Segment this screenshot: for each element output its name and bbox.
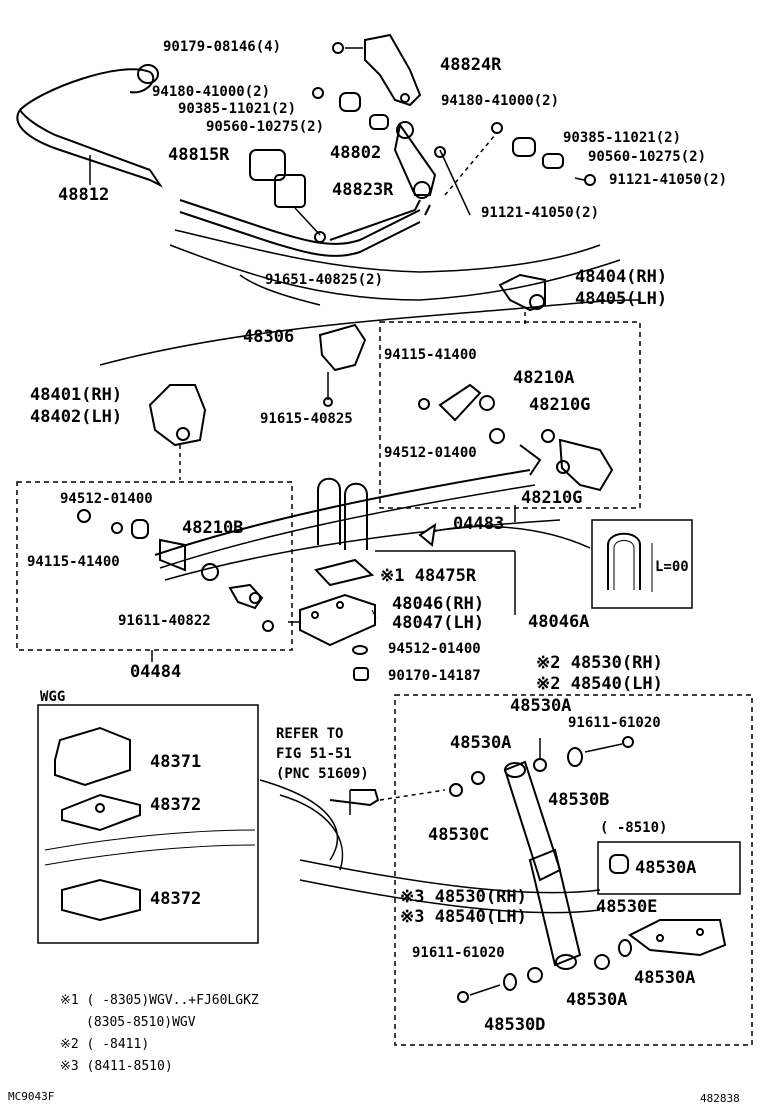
note-1: ※1 ( -8305)WGV..+FJ60LGKZ: [60, 993, 259, 1008]
label-48210G-lower: 48210G: [521, 488, 583, 508]
label-48530B: 48530B: [548, 790, 610, 810]
note-2: ※2 ( -8411): [60, 1037, 150, 1052]
label-48047: 48047(LH): [392, 613, 485, 633]
label-94512-01400-left: 94512-01400: [60, 491, 153, 507]
label-48404: 48404(RH): [575, 267, 668, 287]
label-48802: 48802: [330, 143, 382, 163]
label-91611-40822: 91611-40822: [118, 613, 211, 629]
label-48210A: 48210A: [513, 368, 575, 388]
label-48530C: 48530C: [428, 825, 490, 845]
label-48210G-upper: 48210G: [529, 395, 591, 415]
label-48530-rh-3: ※3 48530(RH): [400, 887, 527, 907]
label-91651-40825: 91651-40825(2): [265, 272, 384, 288]
label-48371: 48371: [150, 752, 202, 772]
label-91121-41050-right: 91121-41050(2): [609, 172, 728, 188]
label-pnc-51609: (PNC 51609): [276, 766, 369, 782]
label-90560-10275-right: 90560-10275(2): [588, 149, 707, 165]
label-90385-11021-right: 90385-11021(2): [563, 130, 682, 146]
label-48540-lh-3: ※3 48540(LH): [400, 907, 527, 927]
label-90385-11021-left: 90385-11021(2): [178, 101, 297, 117]
label-48372-lower: 48372: [150, 889, 202, 909]
label-48530D: 48530D: [484, 1015, 546, 1035]
label-48530A-bottom: 48530A: [566, 990, 628, 1010]
label-48046A: 48046A: [528, 612, 590, 632]
label-90560-10275-left: 90560-10275(2): [206, 119, 325, 135]
label-94180-41000-left: 94180-41000(2): [152, 84, 271, 100]
label-91121-41050-lower: 91121-41050(2): [481, 205, 600, 221]
label-94512-01400-box: 94512-01400: [384, 445, 477, 461]
label-94115-41400-box: 94115-41400: [384, 347, 477, 363]
label-48530A-top: 48530A: [510, 696, 572, 716]
label-48530A-inset: 48530A: [635, 858, 697, 878]
label-91615-40825: 91615-40825: [260, 411, 353, 427]
label-48405: 48405(LH): [575, 289, 668, 309]
label-48401: 48401(RH): [30, 385, 123, 405]
label-48046: 48046(RH): [392, 594, 485, 614]
label-fig-51-51: FIG 51-51: [276, 746, 352, 762]
label-48824R: 48824R: [440, 55, 502, 75]
label-48372-upper: 48372: [150, 795, 202, 815]
label-48530A-right: 48530A: [634, 968, 696, 988]
label-90170-14187: 90170-14187: [388, 668, 481, 684]
label-48475R: ※1 48475R: [380, 566, 477, 586]
footer-right-code: 482838: [700, 1092, 740, 1105]
label-48402: 48402(LH): [30, 407, 123, 427]
label-04483: 04483: [453, 514, 505, 534]
label-l-dimension: L=00: [655, 559, 689, 575]
label-48823R: 48823R: [332, 180, 394, 200]
note-3: ※3 (8411-8510): [60, 1059, 173, 1074]
label-48530-rh-2: ※2 48530(RH): [536, 653, 663, 673]
label-48530A-left: 48530A: [450, 733, 512, 753]
label-8510: ( -8510): [600, 820, 668, 836]
label-48530E: 48530E: [596, 897, 658, 917]
label-48210B: 48210B: [182, 518, 244, 538]
label-90179-08146: 90179-08146(4): [163, 39, 282, 55]
label-wgg: WGG: [40, 689, 66, 705]
label-48306: 48306: [243, 327, 295, 347]
label-refer-to: REFER TO: [276, 726, 344, 742]
footer-left-code: MC9043F: [8, 1090, 55, 1103]
label-48812: 48812: [58, 185, 110, 205]
label-48815R: 48815R: [168, 145, 230, 165]
label-48540-lh-2: ※2 48540(LH): [536, 674, 663, 694]
label-94115-41400-left: 94115-41400: [27, 554, 120, 570]
label-94180-41000-right: 94180-41000(2): [441, 93, 560, 109]
label-94512-01400-mid: 94512-01400: [388, 641, 481, 657]
label-91611-61020-top: 91611-61020: [568, 715, 661, 731]
note-1b: (8305-8510)WGV: [86, 1015, 196, 1030]
label-04484: 04484: [130, 662, 182, 682]
label-91611-61020-lower: 91611-61020: [412, 945, 505, 961]
